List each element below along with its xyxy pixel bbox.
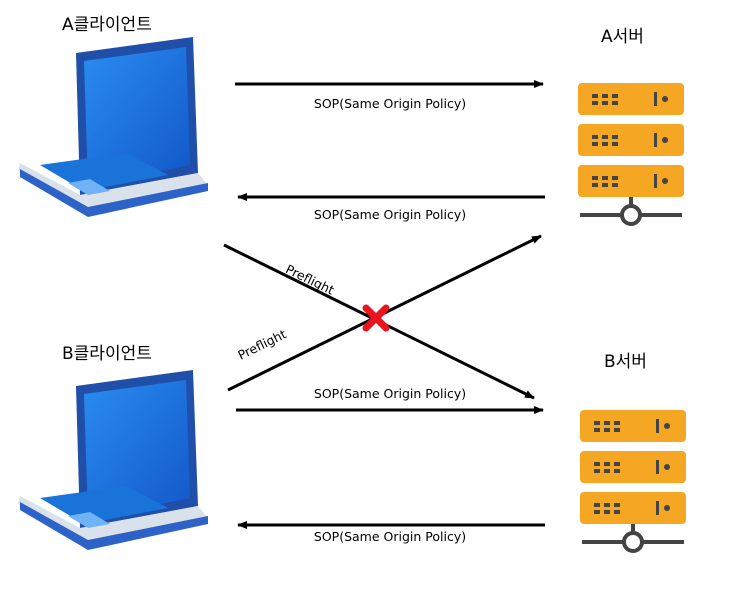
server-b-title: B서버 <box>604 352 647 372</box>
label-a-to-server-a: SOP(Same Origin Policy) <box>313 96 467 111</box>
client-a-title: A클라이언트 <box>62 15 152 35</box>
label-server-b-to-b: SOP(Same Origin Policy) <box>313 529 467 544</box>
blocked-x-icon <box>362 304 390 332</box>
laptop-a-icon <box>18 37 208 217</box>
laptop-b-icon <box>18 370 208 550</box>
server-a-icon <box>578 83 684 226</box>
client-b-title: B클라이언트 <box>62 344 152 364</box>
label-server-a-to-a: SOP(Same Origin Policy) <box>313 207 467 222</box>
server-b-icon <box>580 410 686 553</box>
server-a-title: A서버 <box>601 27 644 47</box>
label-b-to-server-b: SOP(Same Origin Policy) <box>313 386 467 401</box>
